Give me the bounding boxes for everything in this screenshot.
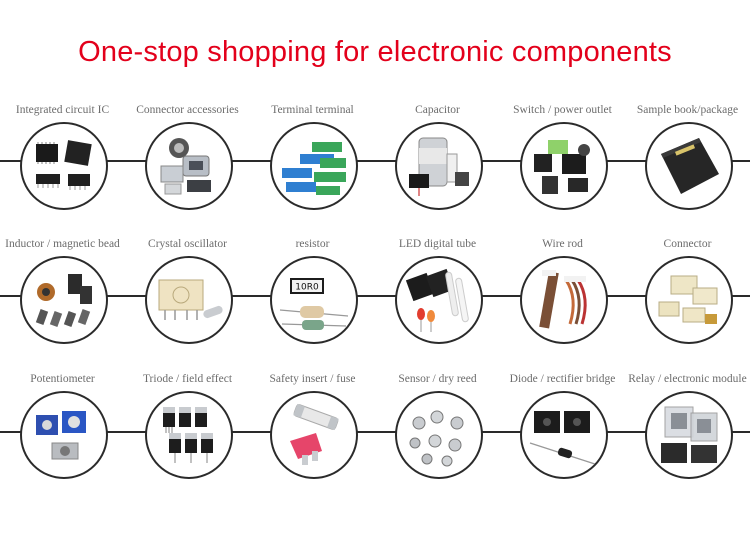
category-label: Wire rod	[542, 238, 583, 250]
row-divider-3	[0, 431, 750, 433]
category-label: Inductor / magnetic bead	[5, 238, 120, 250]
sample-book-icon	[645, 122, 733, 210]
category-label: resistor	[295, 238, 330, 250]
category-safety-insert-fuse[interactable]: Safety insert / fuse	[250, 373, 375, 493]
led-display-icon	[395, 256, 483, 344]
terminal-block-icon	[270, 122, 358, 210]
ic-chip-icon	[20, 122, 108, 210]
inductor-icon	[20, 256, 108, 344]
category-led-digital-tube[interactable]: LED digital tube	[375, 238, 500, 358]
category-label: Triode / field effect	[142, 373, 233, 385]
category-switch-power-outlet[interactable]: Switch / power outlet	[500, 104, 625, 224]
row-divider-1	[0, 160, 750, 162]
sensor-icon	[395, 391, 483, 479]
relay-icon	[645, 391, 733, 479]
category-label: LED digital tube	[398, 238, 477, 250]
category-label: Connector accessories	[136, 104, 239, 116]
category-triode-field-effect[interactable]: Triode / field effect	[125, 373, 250, 493]
category-label: Crystal oscillator	[148, 238, 227, 250]
category-label: Switch / power outlet	[513, 104, 612, 116]
crystal-oscillator-icon	[145, 256, 233, 344]
power-jack-icon	[520, 122, 608, 210]
category-label: Capacitor	[415, 104, 460, 116]
wire-harness-icon	[520, 256, 608, 344]
potentiometer-icon	[20, 391, 108, 479]
category-inductor[interactable]: Inductor / magnetic bead	[0, 238, 125, 358]
category-potentiometer[interactable]: Potentiometer	[0, 373, 125, 493]
category-crystal-oscillator[interactable]: Crystal oscillator	[125, 238, 250, 358]
resistor-icon: 10R0	[270, 256, 358, 344]
category-connector[interactable]: Connector	[625, 238, 750, 358]
category-resistor[interactable]: resistor 10R0	[250, 238, 375, 358]
category-relay-electronic-module[interactable]: Relay / electronic module	[625, 373, 750, 493]
svg-text:10R0: 10R0	[295, 283, 319, 293]
category-label: Sensor / dry reed	[398, 373, 477, 385]
connector-accessory-icon	[145, 122, 233, 210]
category-label: Terminal terminal	[271, 104, 354, 116]
category-label: Diode / rectifier bridge	[509, 373, 616, 385]
transistor-icon	[145, 391, 233, 479]
category-label: Potentiometer	[30, 373, 95, 385]
capacitor-icon	[395, 122, 483, 210]
fuse-icon	[270, 391, 358, 479]
category-label: Relay / electronic module	[628, 373, 747, 385]
category-label: Integrated circuit IC	[15, 104, 110, 116]
category-label: Sample book/package	[636, 104, 739, 116]
category-diode-rectifier-bridge[interactable]: Diode / rectifier bridge	[500, 373, 625, 493]
category-sample-book[interactable]: Sample book/package	[625, 104, 750, 224]
connector-icon	[645, 256, 733, 344]
row-divider-2	[0, 295, 750, 297]
rectifier-bridge-icon	[520, 391, 608, 479]
category-capacitor[interactable]: Capacitor	[375, 104, 500, 224]
category-label: Safety insert / fuse	[269, 373, 356, 385]
category-integrated-circuit[interactable]: Integrated circuit IC	[0, 104, 125, 224]
category-connector-accessories[interactable]: Connector accessories	[125, 104, 250, 224]
category-sensor-dry-reed[interactable]: Sensor / dry reed	[375, 373, 500, 493]
category-wire-rod[interactable]: Wire rod	[500, 238, 625, 358]
category-terminal[interactable]: Terminal terminal	[250, 104, 375, 224]
category-label: Connector	[663, 238, 712, 250]
page-title: One-stop shopping for electronic compone…	[78, 36, 672, 68]
